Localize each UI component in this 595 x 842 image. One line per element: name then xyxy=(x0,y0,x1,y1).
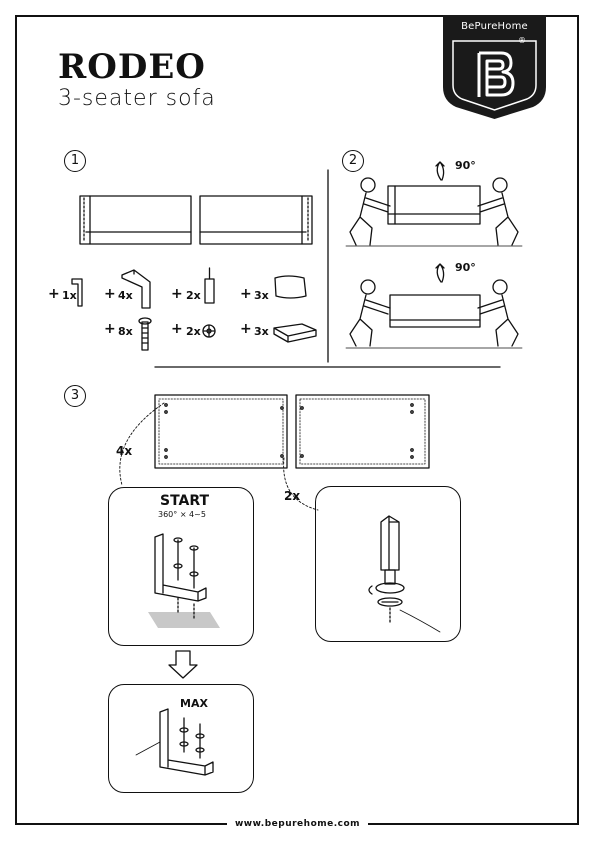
part-qty-allen-key: 1x xyxy=(62,289,77,302)
brand-name: BePureHome xyxy=(461,21,528,32)
part-qty-bolt: 8x xyxy=(118,325,133,338)
center-leg-count: 2x xyxy=(284,489,301,503)
step-1-number: 1 xyxy=(64,150,86,172)
plus-sign: + xyxy=(171,286,183,302)
plus-sign: + xyxy=(240,321,252,337)
step-2-number: 2 xyxy=(342,150,364,172)
plus-sign: + xyxy=(240,286,252,302)
product-subtitle: 3-seater sofa xyxy=(58,86,216,111)
plus-sign: + xyxy=(104,321,116,337)
max-label: MAX xyxy=(180,697,208,710)
step-3-number: 3 xyxy=(64,385,86,407)
corner-leg-count: 4x xyxy=(116,444,133,458)
product-title: RODEO xyxy=(58,47,206,87)
plus-sign: + xyxy=(48,286,60,302)
footer-url: www.bepurehome.com xyxy=(0,819,595,829)
center-leg-panel xyxy=(315,486,461,642)
registered-mark: ® xyxy=(518,36,526,45)
brand-logo-icon xyxy=(443,15,546,119)
part-qty-seat-cushion: 3x xyxy=(254,325,269,338)
part-qty-leg-bracket: 4x xyxy=(118,289,133,302)
page-frame xyxy=(15,15,579,825)
start-label: START xyxy=(160,493,210,509)
rotation-instruction: 360° × 4~5 xyxy=(158,510,206,519)
start-panel xyxy=(108,487,254,646)
plus-sign: + xyxy=(104,286,116,302)
rotation-90-top: 90° xyxy=(455,159,476,172)
part-qty-center-leg: 2x xyxy=(186,289,201,302)
part-qty-washer: 2x xyxy=(186,325,201,338)
max-panel xyxy=(108,684,254,793)
plus-sign: + xyxy=(171,321,183,337)
part-qty-back-cushion: 3x xyxy=(254,289,269,302)
rotation-90-bottom: 90° xyxy=(455,261,476,274)
